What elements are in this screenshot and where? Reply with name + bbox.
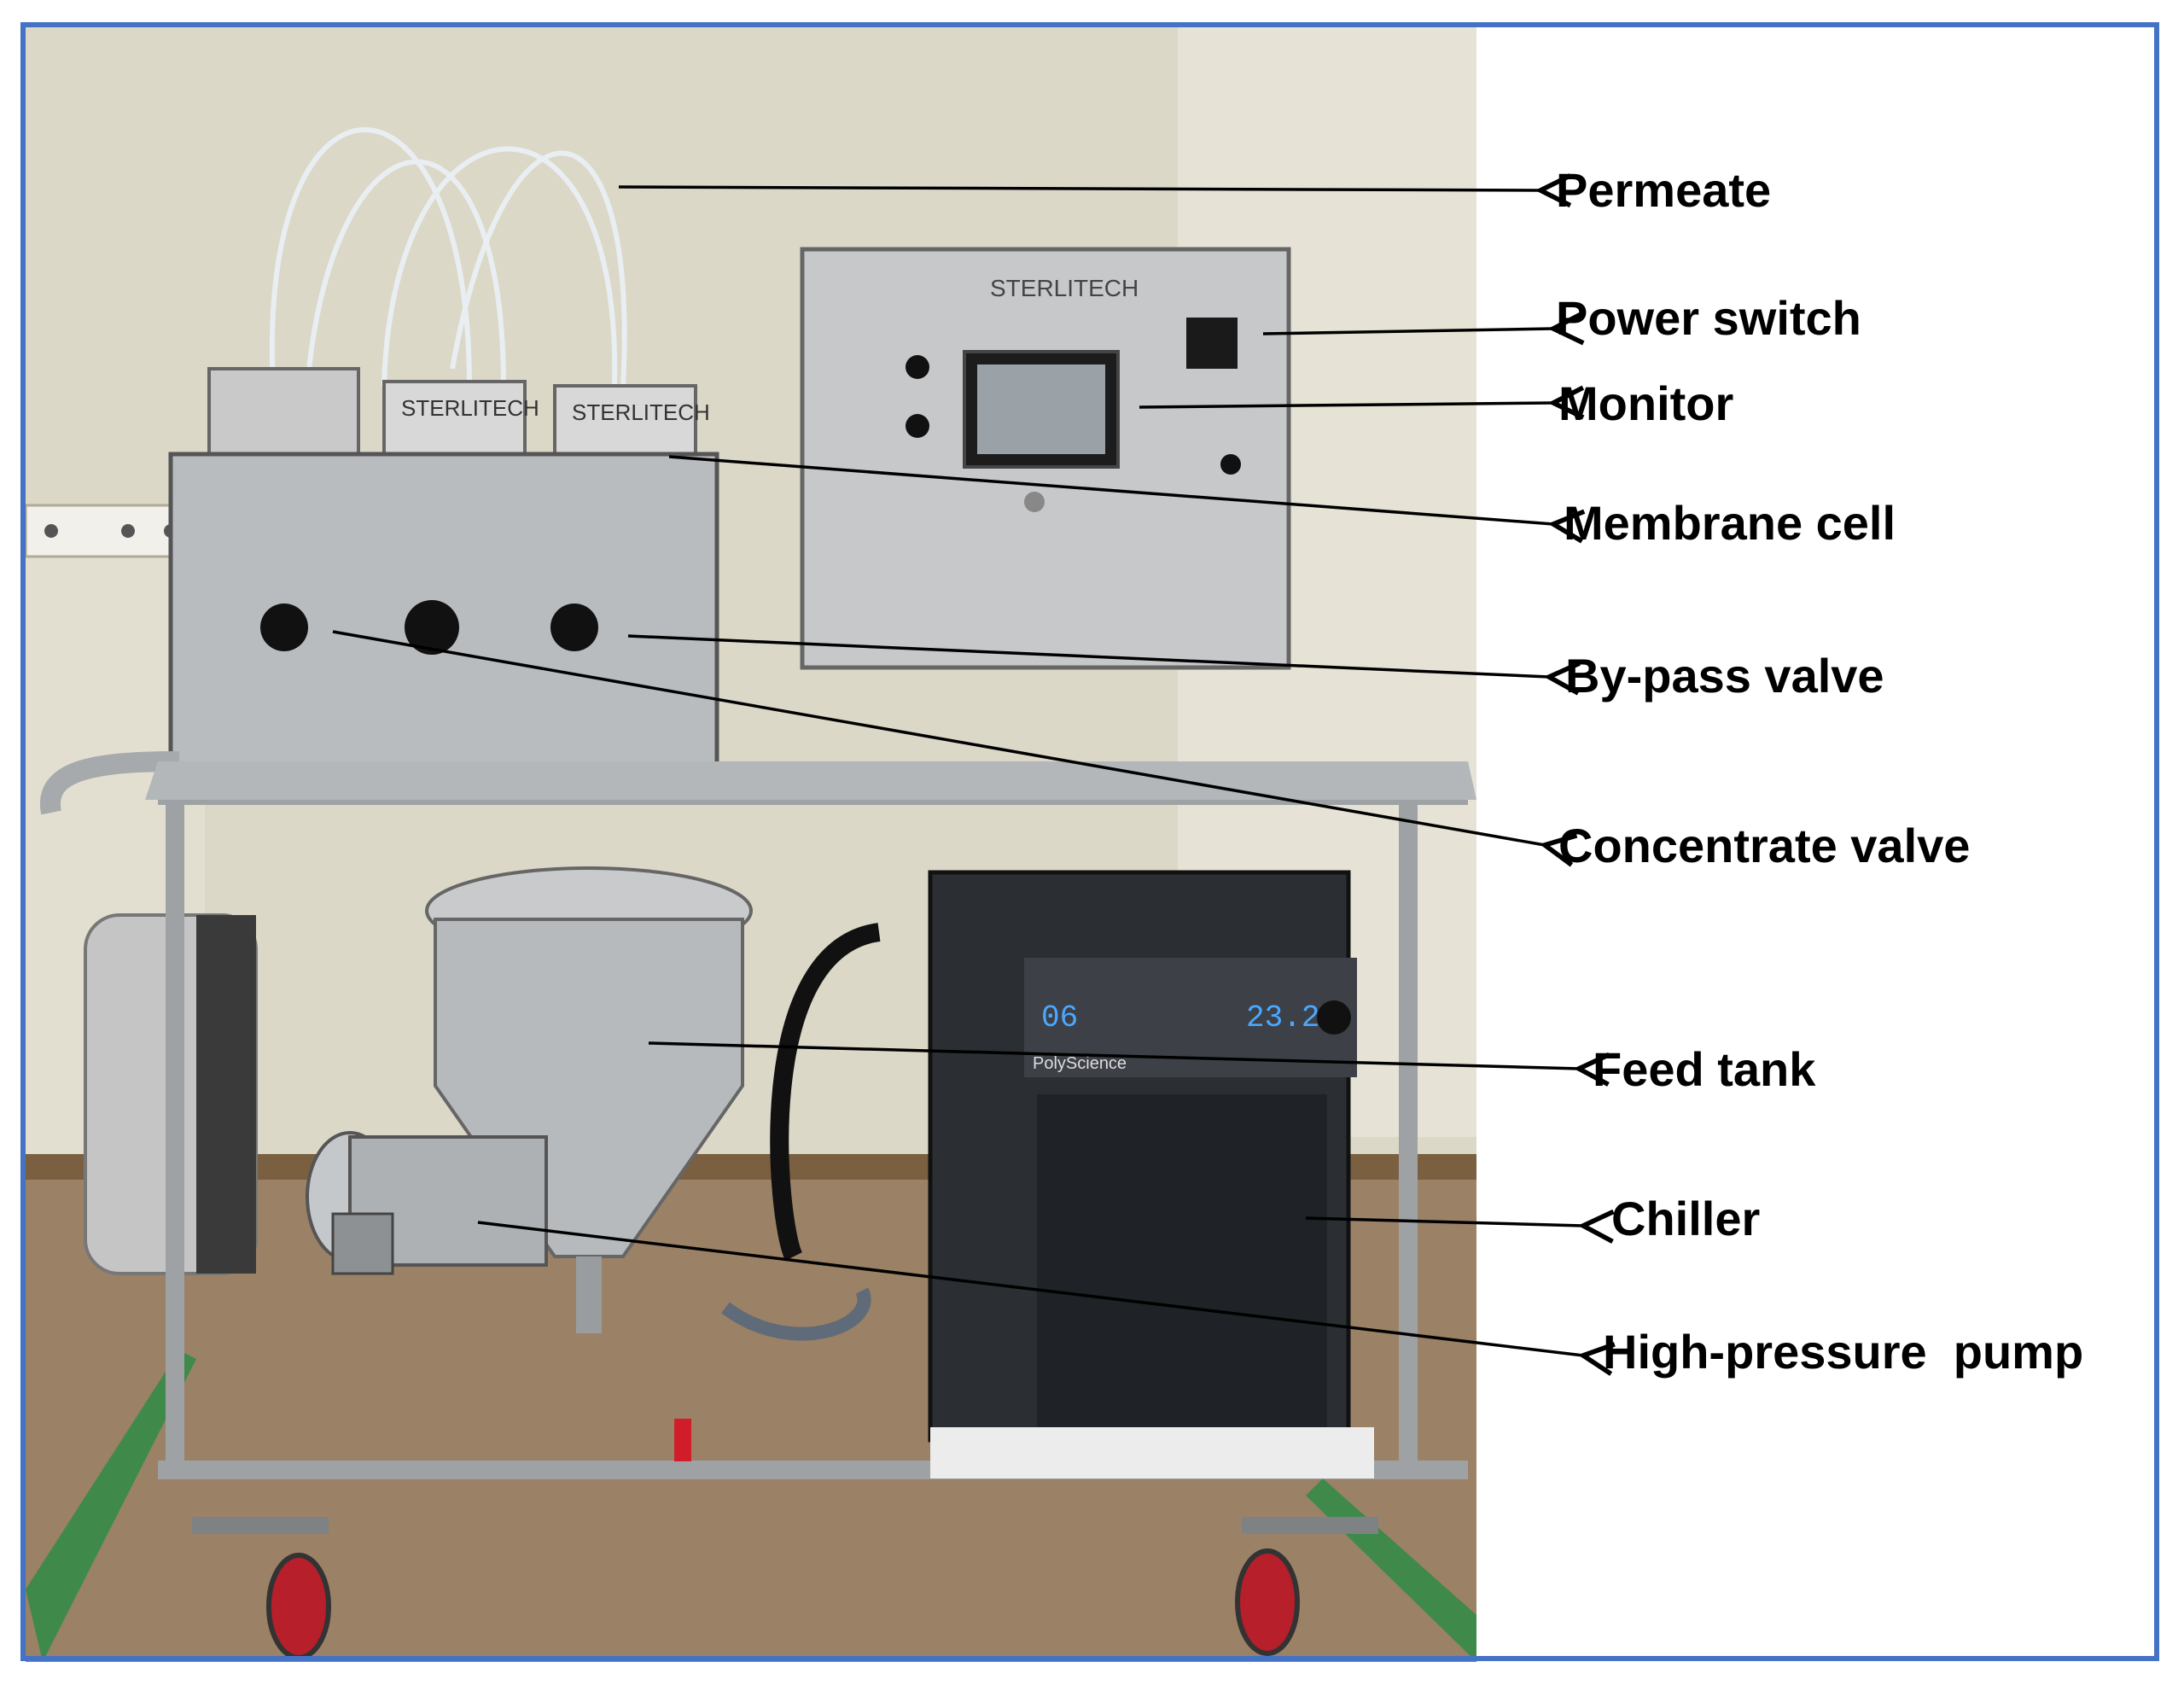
chiller-display-left: 06 — [1041, 1000, 1078, 1035]
equipment-photo: STERLITECH STERLITECH STERLITECH — [26, 27, 1476, 1662]
concentrate-valve-knob — [260, 603, 308, 651]
figure-border — [20, 22, 2159, 1661]
cell-brand: STERLITECH — [401, 395, 539, 421]
label-chiller: Chiller — [1611, 1192, 1761, 1245]
label-concentrate-valve: Concentrate valve — [1558, 819, 1971, 872]
concentrate-valve-arrow — [332, 630, 1545, 845]
bypass-valve-arrow — [627, 634, 1549, 677]
high-pressure-pump-body — [306, 1131, 548, 1275]
cabinet-brand: STERLITECH — [990, 275, 1139, 301]
label-bypass-valve: By-pass valve — [1565, 649, 1884, 703]
label-membrane-cell: Membrane cell — [1564, 496, 1896, 550]
membrane-cells: STERLITECH STERLITECH — [207, 367, 710, 469]
label-permeate: Permeate — [1556, 163, 1772, 217]
power-switch-arrow — [1262, 329, 1553, 334]
bypass-valve-knob — [550, 603, 598, 651]
power-switch — [1186, 318, 1238, 369]
label-power-switch: Power switch — [1556, 291, 1861, 345]
chiller-display-right: 23.2 — [1246, 1000, 1319, 1035]
middle-valve-knob — [405, 600, 459, 655]
monitor-arrow — [1139, 403, 1553, 407]
membrane-cell-arrow — [668, 455, 1553, 524]
feed-tank-arrow — [648, 1041, 1579, 1069]
label-feed-tank: Feed tank — [1593, 1042, 1816, 1096]
permeate-arrow — [618, 187, 1540, 190]
chiller-brand: PolyScience — [1033, 1054, 1127, 1073]
chiller-arrow — [1305, 1218, 1583, 1226]
chiller-unit: 06 23.2 PolyScience — [928, 870, 1357, 1443]
high-pressure-pump-arrow — [477, 1221, 1583, 1356]
cell-brand: STERLITECH — [572, 399, 710, 425]
trolley-wheels — [192, 1517, 1378, 1660]
label-monitor: Monitor — [1558, 376, 1734, 430]
label-high-pressure-pump: High-pressure pump — [1603, 1325, 2084, 1379]
